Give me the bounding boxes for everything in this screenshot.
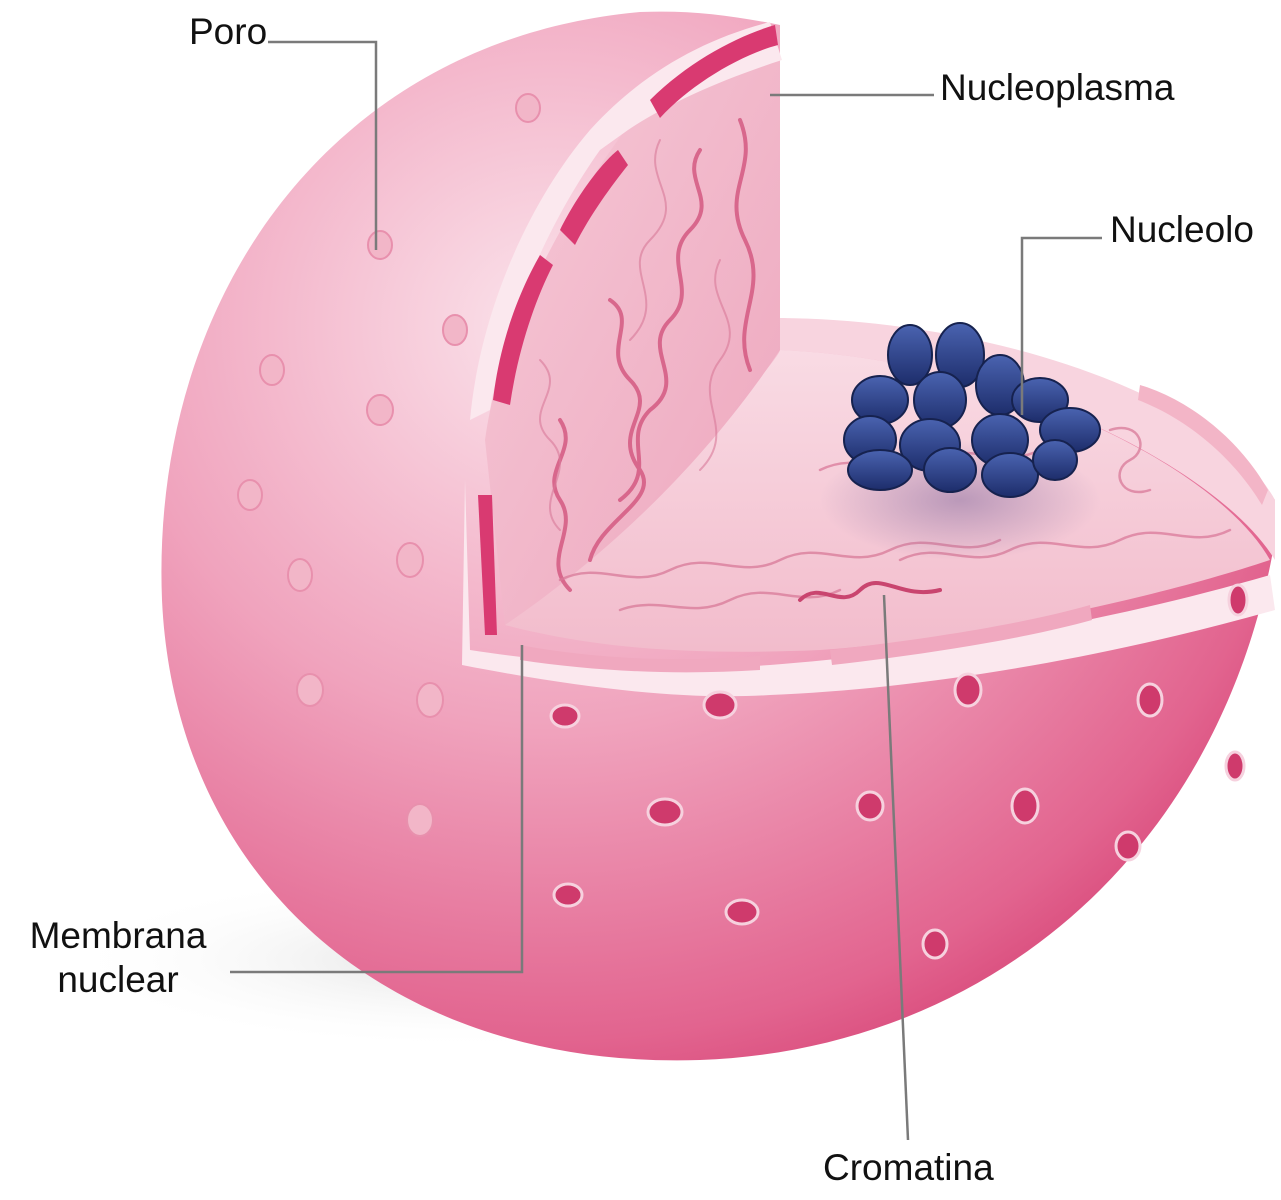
pore — [397, 543, 423, 577]
label-poro: Poro — [189, 10, 267, 54]
pore — [260, 355, 284, 385]
pore — [238, 480, 262, 510]
pore — [554, 884, 582, 906]
pore — [297, 674, 323, 706]
nucleolus-lobe — [982, 453, 1038, 497]
pore — [443, 315, 467, 345]
pore — [923, 930, 947, 958]
pore — [1138, 684, 1162, 716]
pore — [516, 94, 540, 122]
label-membrana-line2: nuclear — [14, 958, 222, 1002]
pore — [704, 692, 736, 718]
pore — [726, 900, 758, 924]
label-membrana-nuclear: Membrana nuclear — [14, 914, 222, 1003]
pore — [417, 683, 443, 717]
label-cromatina: Cromatina — [823, 1146, 994, 1190]
label-nucleolo: Nucleolo — [1110, 208, 1254, 252]
pore — [407, 804, 433, 836]
pore — [288, 559, 312, 591]
pore — [857, 792, 883, 820]
pore — [648, 799, 682, 825]
pore — [1229, 585, 1247, 615]
label-nucleoplasma: Nucleoplasma — [940, 66, 1174, 110]
label-membrana-line1: Membrana — [14, 914, 222, 958]
pore — [1226, 752, 1244, 780]
pore — [955, 674, 981, 706]
pore — [368, 231, 392, 259]
pore — [1116, 832, 1140, 860]
nucleolus-lobe — [924, 448, 976, 492]
pore — [1012, 789, 1038, 823]
pore — [367, 395, 393, 425]
nucleolus-lobe — [848, 450, 912, 490]
nucleolus-lobe — [1033, 440, 1077, 480]
pore — [551, 705, 579, 727]
